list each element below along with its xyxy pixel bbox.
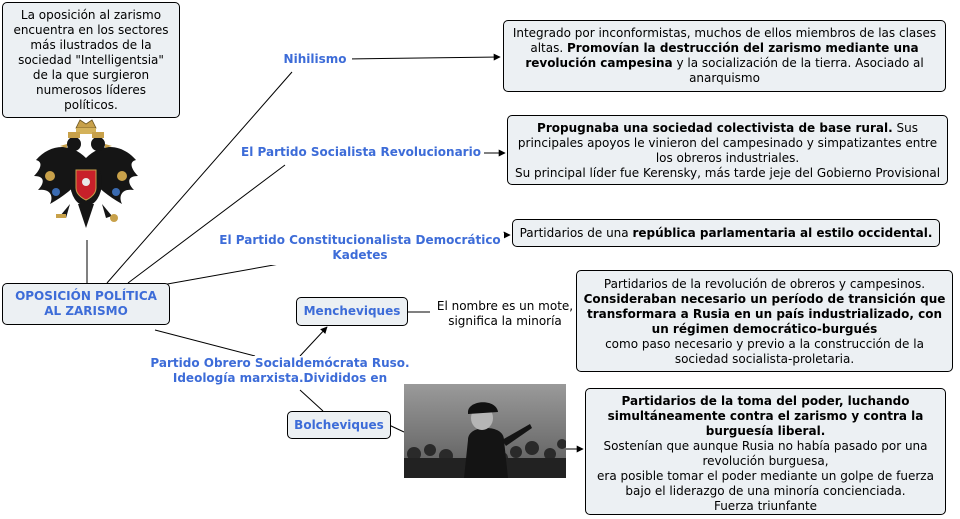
intro-text: La oposición al zarismo encuentra en los…: [13, 8, 169, 112]
socialista-desc: Propugnaba una sociedad colectivista de …: [507, 115, 948, 185]
line-bolcheviques-photo: [388, 424, 405, 433]
bolcheviques-desc: Partidarios de la toma del poder, luchan…: [585, 388, 946, 515]
intro-box: La oposición al zarismo encuentra en los…: [2, 2, 180, 118]
line-root-pso: [154, 329, 256, 357]
mencheviques-label: Mencheviques: [303, 304, 401, 318]
bolcheviques-desc-2: era posible tomar el poder mediante un g…: [597, 469, 934, 498]
pso-label-1: Partido Obrero Socialdemócrata Ruso.: [150, 356, 410, 370]
kadetes-desc-bold: república parlamentaria al estilo occide…: [632, 225, 933, 240]
nihilismo-desc-2: y la socialización de la tierra. Asociad…: [672, 56, 924, 85]
kadetes-label-2: Kadetes: [332, 248, 388, 262]
line-root-nihilismo: [106, 71, 293, 284]
pso-label-2: Ideología marxista.Divididos en: [172, 371, 388, 385]
concept-mencheviques[interactable]: Mencheviques: [296, 297, 408, 326]
bolcheviques-label: Bolcheviques: [294, 417, 384, 432]
mencheviques-desc-bold: Consideraban necesario un período de tra…: [583, 292, 946, 336]
mencheviques-desc-1: Partidarios de la revolución de obreros …: [603, 277, 926, 291]
mencheviques-note-1: El nombre es un mote,: [436, 299, 574, 313]
nihilismo-desc-1: Integrado por inconformistas, muchos de …: [512, 26, 937, 55]
concept-kadetes[interactable]: El Partido Constitucionalista Democrátic…: [216, 233, 504, 265]
bolcheviques-desc-3: Fuerza triunfante: [713, 499, 818, 513]
bolcheviques-desc-1: Sostenían que aunque Rusia no había pasa…: [603, 439, 928, 468]
nihilismo-desc: Integrado por inconformistas, muchos de …: [503, 20, 946, 92]
lenin-speech-photo: [404, 384, 566, 478]
nihilismo-desc-bold: Promovían la destrucción del zarismo med…: [525, 41, 919, 70]
socialista-desc-bold: Propugnaba una sociedad colectivista de …: [537, 121, 893, 135]
bolcheviques-desc-bold: Partidarios de la toma del poder, luchan…: [607, 394, 924, 438]
mencheviques-note: El nombre es un mote, significa la minor…: [430, 299, 580, 329]
imperial-eagle-icon: [30, 118, 142, 242]
mencheviques-desc: Partidarios de la revolución de obreros …: [576, 270, 953, 372]
arrow-pso-mencheviques: [299, 326, 328, 357]
line-root-socialista: [127, 164, 286, 284]
concept-socialista-revolucionario[interactable]: El Partido Socialista Revolucionario: [238, 145, 484, 161]
kadetes-label-1: El Partido Constitucionalista Democrátic…: [219, 233, 501, 247]
mencheviques-desc-2: como paso necesario y previo a la constr…: [605, 337, 924, 366]
mencheviques-note-2: significa la minoría: [448, 314, 562, 328]
socialista-desc-1: Sus principales apoyos le vinieron del c…: [517, 121, 938, 165]
nihilismo-label: Nihilismo: [283, 52, 347, 66]
line-pso-bolcheviques: [299, 389, 324, 412]
socialista-desc-2: Su principal líder fue Kerensky, más tar…: [514, 166, 941, 180]
concept-nihilismo[interactable]: Nihilismo: [278, 52, 352, 68]
arrow-nihilismo: [345, 53, 501, 61]
kadetes-desc-1: Partidarios de una: [519, 225, 633, 240]
root-label: OPOSICIÓN POLÍTICA AL ZARISMO: [15, 289, 157, 318]
concept-partido-obrero[interactable]: Partido Obrero Socialdemócrata Ruso. Ide…: [146, 356, 414, 388]
socialista-label: El Partido Socialista Revolucionario: [241, 145, 481, 159]
root-concept[interactable]: OPOSICIÓN POLÍTICA AL ZARISMO: [2, 283, 170, 325]
concept-bolcheviques[interactable]: Bolcheviques: [287, 411, 391, 439]
kadetes-desc: Partidarios de una república parlamentar…: [512, 219, 940, 247]
